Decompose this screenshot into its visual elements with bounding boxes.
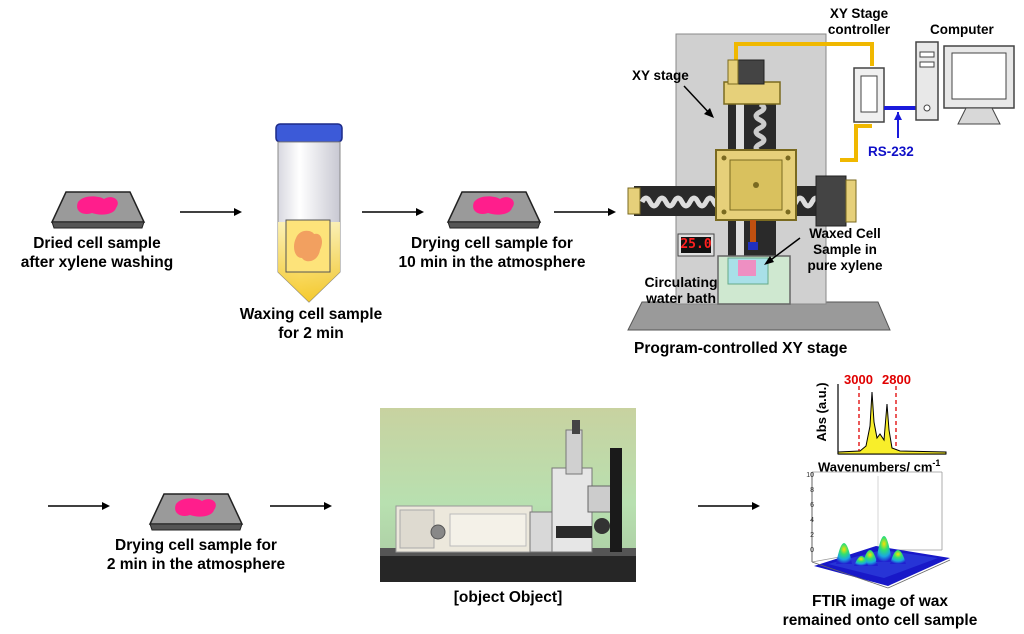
marker-2800: 2800 [882,372,911,387]
marker-3000: 3000 [844,372,873,387]
ftir-3d-surface [811,471,951,589]
ir-spectrum-plot [837,384,947,455]
dried-slide-icon [50,191,146,229]
xy-stage-label: XY stage [632,68,689,83]
wax-tube-icon [275,123,343,303]
computer-label: Computer [930,22,994,37]
arrow-6 [698,502,760,510]
xy-stage-apparatus [627,33,1015,331]
arrow-4 [48,502,110,510]
ftir-acquisition-label: [object Object] [453,589,563,606]
arrow-1 [180,208,242,216]
spectrum-ylabel: Abs (a.u.) [814,382,829,442]
surface-z-ticks: 10 8 6 4 2 0 [806,472,814,554]
stage-caption: Program-controlled XY stage [634,340,848,357]
arrow-2 [362,208,424,216]
drying10-slide-icon [446,191,542,229]
spectrum-xlabel: Wavenumbers/ cm-1 [818,458,941,475]
temperature-display: 25.0 [680,237,712,252]
rs232-label: RS-232 [868,144,914,159]
drying2-slide-icon [148,493,244,531]
ftir-instrument-photo [380,408,636,582]
arrow-3 [554,208,616,216]
arrow-5 [270,502,332,510]
